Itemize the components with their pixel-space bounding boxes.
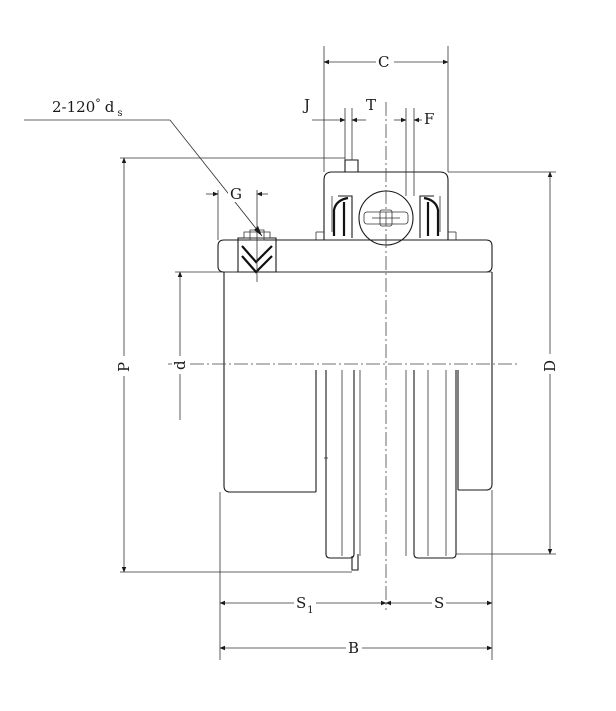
center-lines bbox=[168, 102, 520, 610]
dim-label-f: F bbox=[424, 110, 434, 128]
dim-label-c: C bbox=[378, 53, 389, 71]
dim-label-s1: S1 bbox=[296, 594, 314, 616]
set-screw bbox=[237, 190, 277, 282]
dim-label-s: S bbox=[434, 594, 444, 612]
shaft-grooves bbox=[315, 370, 459, 571]
dim-label-t: T bbox=[366, 96, 376, 114]
callout-leader bbox=[24, 119, 263, 237]
right-seal bbox=[419, 195, 440, 238]
left-seal bbox=[332, 195, 353, 238]
dim-label-g: G bbox=[230, 185, 242, 203]
extension-lines bbox=[120, 46, 556, 660]
dim-label-j: J bbox=[302, 96, 310, 114]
dim-label-d-bore: d bbox=[171, 360, 189, 370]
dim-label-p: P bbox=[115, 362, 133, 372]
inner-ring-body bbox=[217, 239, 493, 493]
dimension-lines bbox=[121, 59, 553, 651]
dim-label-b: B bbox=[348, 639, 359, 657]
dim-label-d-outer: D bbox=[541, 360, 559, 372]
